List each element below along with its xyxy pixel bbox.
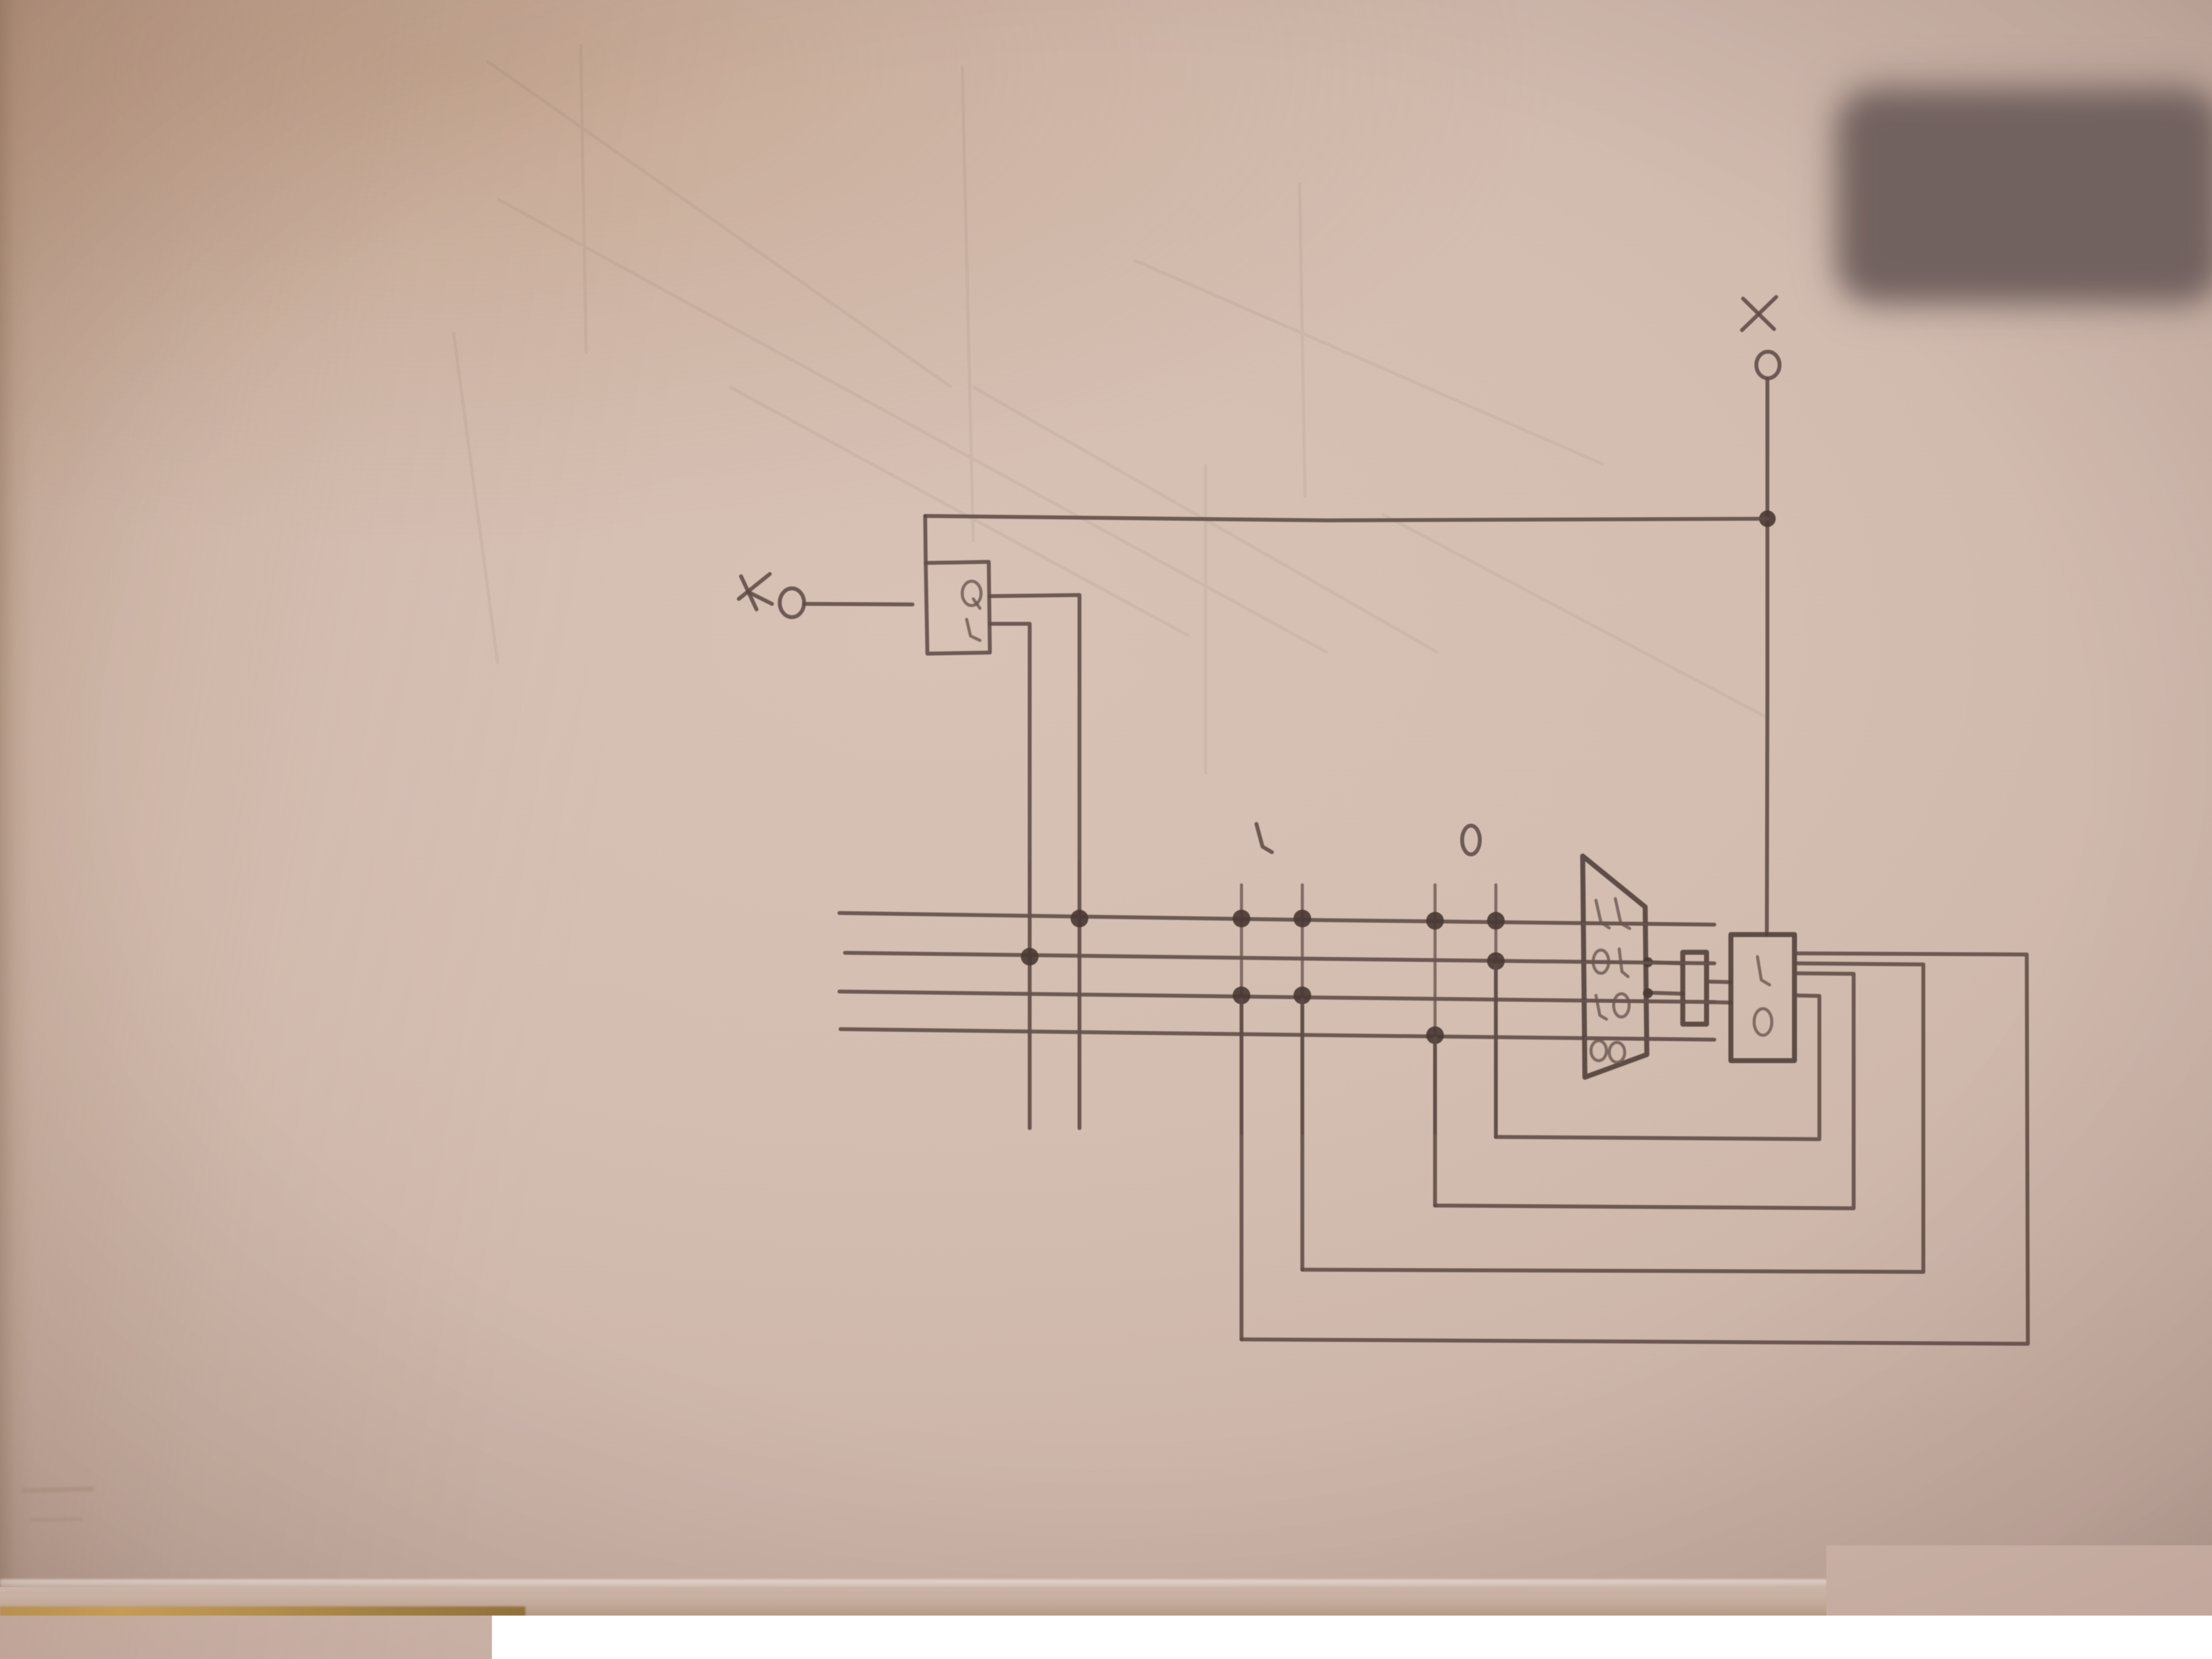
object-shadow <box>1841 94 2212 299</box>
carpet-corner <box>0 1606 525 1659</box>
paper-left-shading <box>0 0 33 1659</box>
